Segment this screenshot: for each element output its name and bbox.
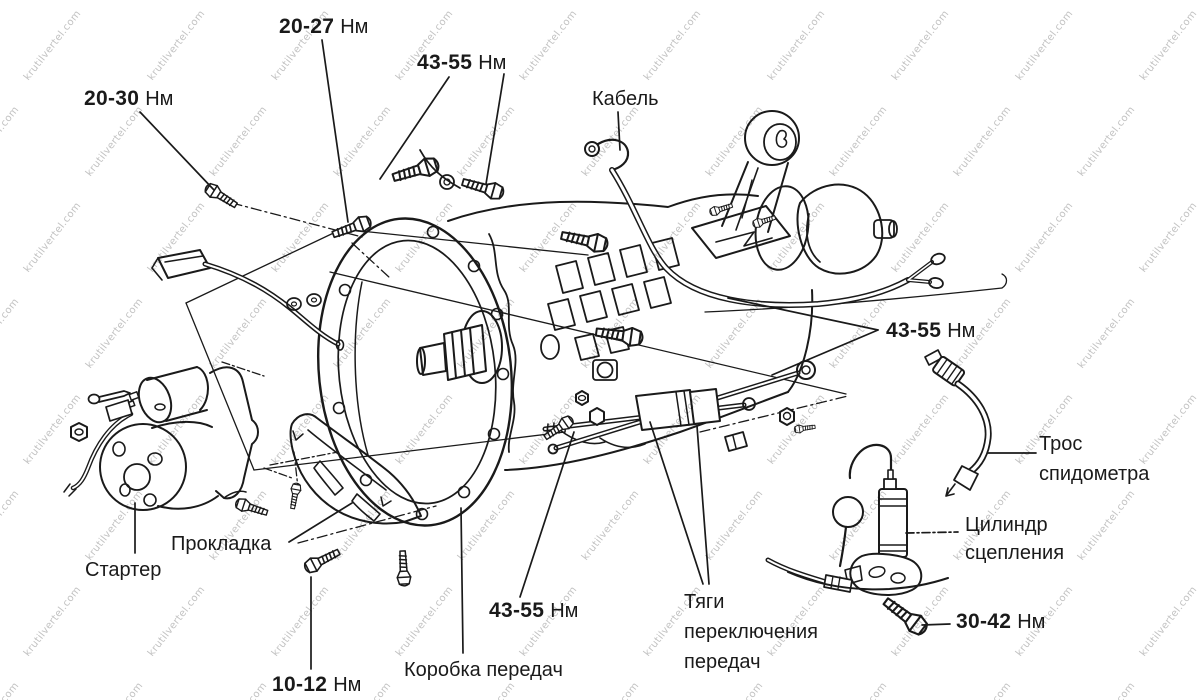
clutch-cylinder-drawing — [765, 443, 949, 596]
gasket-drawing — [289, 413, 422, 525]
torque-unit: Нм — [1017, 611, 1046, 633]
part-label: Прокладка — [171, 533, 272, 555]
torque-unit: Нм — [340, 16, 369, 38]
torque-value: 43-55 — [886, 319, 942, 342]
callout-gasket: Прокладка — [171, 530, 271, 559]
torque-unit: Нм — [145, 88, 174, 110]
torque-value: 43-55 — [489, 599, 545, 622]
part-label: Стартер — [85, 559, 162, 581]
speedometer-cable-drawing — [924, 349, 992, 497]
part-label: Тяги — [684, 591, 725, 613]
part-label: передач — [684, 651, 761, 673]
starter-drawing — [63, 366, 259, 511]
callout-starter: Стартер — [85, 556, 161, 585]
torque-unit: Нм — [550, 600, 579, 622]
part-label: Цилиндр — [965, 514, 1048, 536]
bolt-icons — [201, 149, 932, 640]
part-label: Кабель — [592, 88, 659, 110]
part-label: Трос — [1039, 433, 1083, 455]
cable-drawing — [584, 138, 946, 308]
leader-lines — [134, 39, 1037, 670]
callout-cable: Кабель — [592, 85, 659, 114]
callout-gearbox: Коробка передач — [404, 656, 563, 685]
clutch-pipe-drawing — [151, 249, 345, 351]
torque-value: 20-30 — [84, 87, 140, 110]
torque-value: 30-42 — [956, 610, 1012, 633]
callout-clutch-cylinder: Цилиндр сцепления — [965, 511, 1064, 567]
part-label: Коробка передач — [404, 659, 563, 681]
torque-unit: Нм — [333, 674, 362, 696]
shift-rods-drawing — [542, 360, 816, 455]
part-label: спидометра — [1039, 463, 1150, 485]
part-label: переключения — [684, 621, 818, 643]
torque-value: 20-27 — [279, 15, 335, 38]
torque-value: 43-55 — [417, 51, 473, 74]
gearbox-drawing — [316, 110, 898, 527]
torque-value: 10-12 — [272, 673, 328, 696]
phantom-lines — [185, 202, 1008, 544]
torque-unit: Нм — [478, 52, 507, 74]
torque-unit: Нм — [947, 320, 976, 342]
callout-shift-rods: Тяги переключения передач — [684, 587, 818, 677]
callout-speedometer-cable: Трос спидометра — [1039, 429, 1149, 489]
part-label: сцепления — [965, 542, 1065, 564]
